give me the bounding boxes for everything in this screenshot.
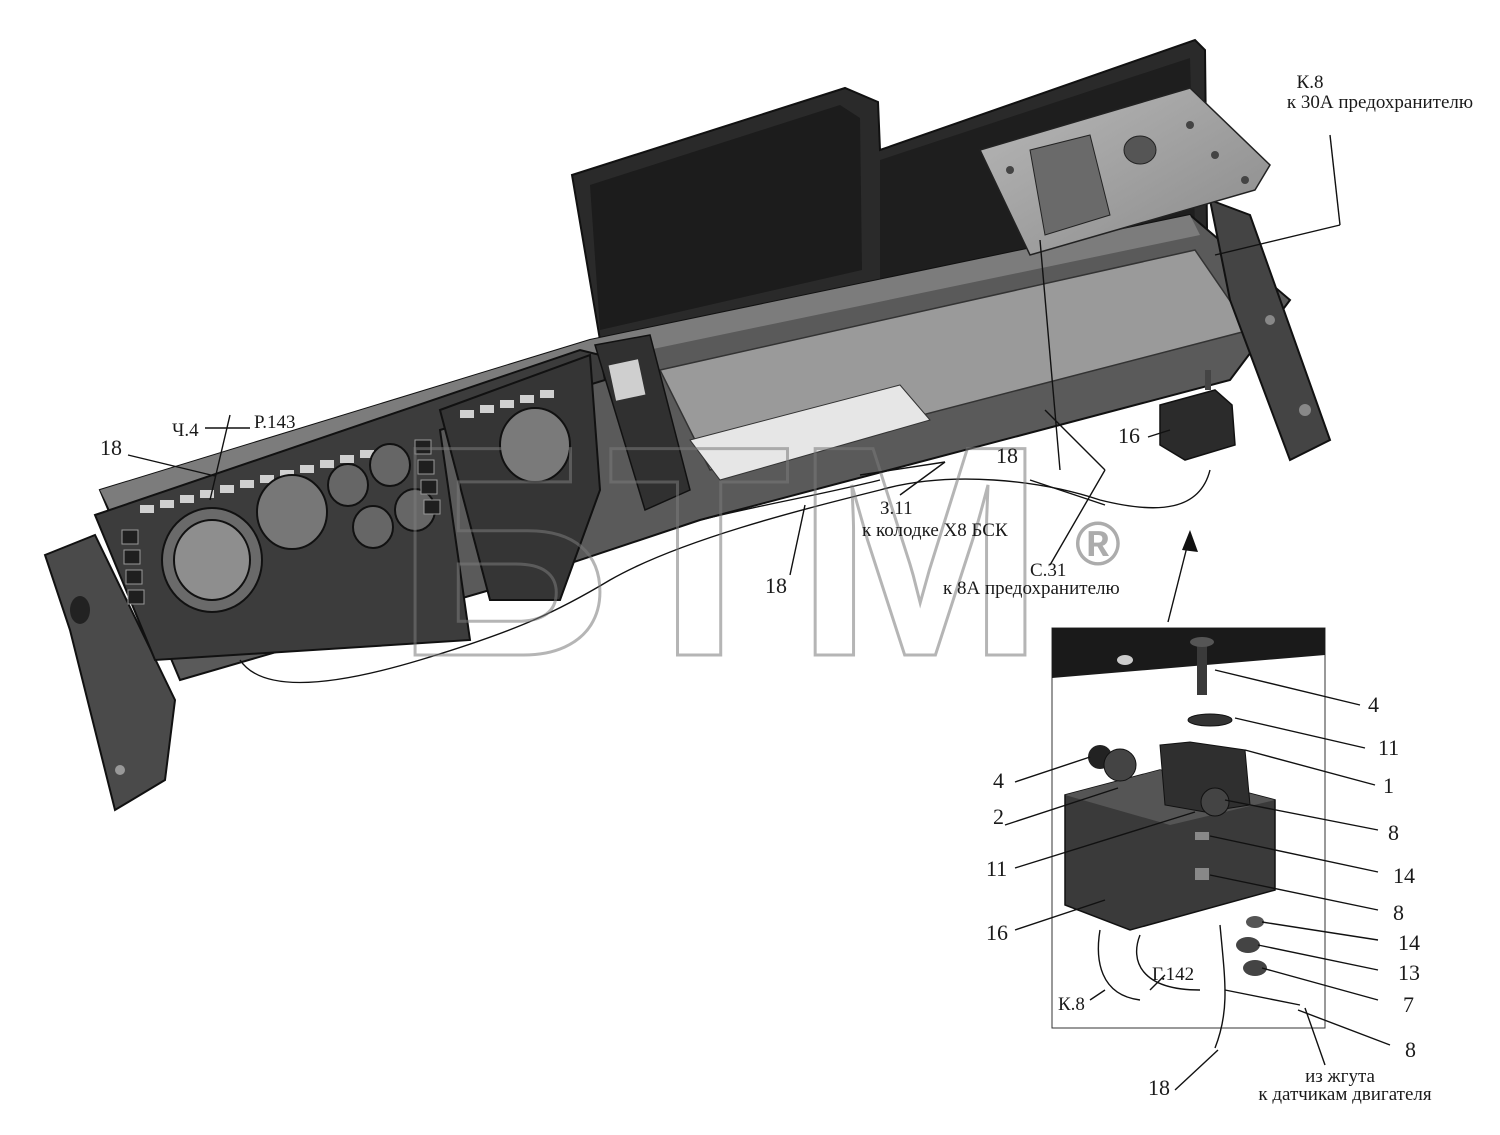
watermark-text: БТМ: [395, 383, 1045, 719]
callout-8-c: 8: [1405, 1037, 1416, 1062]
detail-inset: [1051, 627, 1326, 1049]
callout-8-a: 8: [1388, 820, 1399, 845]
leader-lines: [127, 134, 1391, 1091]
label-s31: С.31: [1030, 560, 1066, 581]
text-labels: К.8 к 30А предохранителю Ч.4 Р.143 З.11 …: [172, 72, 1473, 1105]
callout-16-detail: 16: [986, 920, 1008, 945]
gauges: [161, 407, 571, 613]
left-support-leg: [43, 533, 177, 812]
label-k8-bottom: К.8: [1058, 994, 1085, 1015]
callout-1: 1: [1383, 773, 1394, 798]
relay-module-main: [1159, 370, 1236, 461]
callout-14-a: 14: [1393, 863, 1415, 888]
callout-8-b: 8: [1393, 900, 1404, 925]
label-harness: из жгута: [1305, 1066, 1375, 1087]
label-z11: З.11: [880, 498, 913, 519]
callout-18-mid: 18: [765, 573, 787, 598]
detail-arrow: [1167, 530, 1198, 623]
callout-16-main: 16: [1118, 423, 1140, 448]
label-k8-top-sub: к 30А предохранителю: [1287, 92, 1473, 113]
switch-buttons: [121, 439, 441, 605]
wiring-harness[interactable]: [239, 239, 1211, 684]
callout-numbers: 18 18 18 18 16 4 11 4 1 2 8 11 14 8 16 1…: [100, 423, 1420, 1100]
label-ch4: Ч.4: [172, 420, 199, 441]
label-r143: Р.143: [254, 412, 295, 433]
watermark: БТМ ®: [394, 382, 1121, 721]
callout-14-b: 14: [1398, 930, 1420, 955]
warning-lamp-strip: [140, 390, 554, 513]
callout-18-left: 18: [100, 435, 122, 460]
callout-18-right: 18: [996, 443, 1018, 468]
watermark-registered: ®: [1075, 510, 1121, 579]
label-z11-sub: к колодке Х8 БСК: [862, 520, 1008, 541]
callout-4-top: 4: [1368, 692, 1379, 717]
callout-18-bottom: 18: [1148, 1075, 1170, 1100]
label-g142: Г.142: [1152, 964, 1194, 985]
callout-13: 13: [1398, 960, 1420, 985]
label-k8-top: К.8: [1297, 72, 1324, 93]
label-s31-sub: к 8А предохранителю: [943, 578, 1120, 599]
callout-2: 2: [993, 804, 1004, 829]
callout-11-left: 11: [986, 856, 1007, 881]
right-mounting-bracket: [1208, 198, 1332, 462]
mounting-plate: [978, 87, 1271, 256]
callout-7: 7: [1403, 992, 1414, 1017]
callout-11-top: 11: [1378, 735, 1399, 760]
label-harness-sub: к датчикам двигателя: [1258, 1084, 1432, 1105]
callout-4-left: 4: [993, 768, 1004, 793]
